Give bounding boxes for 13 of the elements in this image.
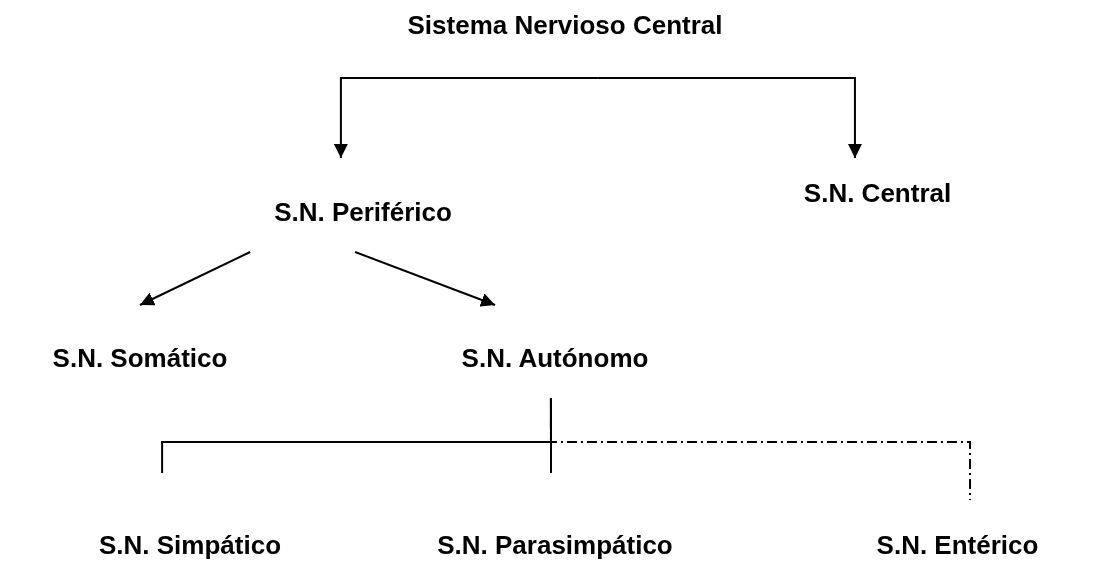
node-label: S.N. Simpático [97, 530, 282, 560]
node-label: S.N. Somático [51, 343, 229, 373]
diagram-heading: Sistema Nervioso Central [406, 10, 724, 40]
node-label: S.N. Entérico [875, 530, 1040, 560]
arrow [139, 251, 252, 306]
connector-line [549, 397, 972, 501]
arrow [596, 77, 862, 159]
arrow [333, 77, 599, 159]
arrow [354, 251, 497, 307]
node-label: S.N. Periférico [273, 197, 453, 227]
node-label: S.N. Central [802, 178, 953, 208]
node-label: S.N. Autónomo [460, 343, 650, 373]
node-label: S.N. Parasimpático [436, 530, 674, 560]
